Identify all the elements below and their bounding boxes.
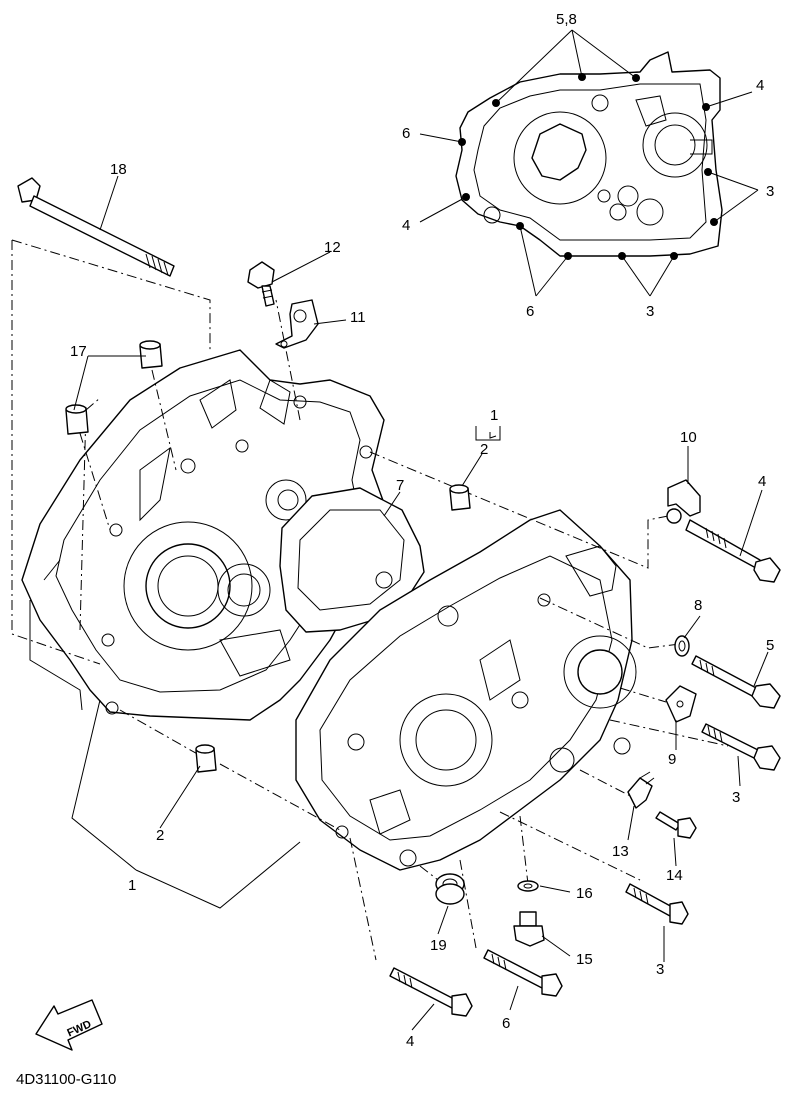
diagram-code: 4D31100-G110 (16, 1071, 116, 1088)
callout-16: 16 (576, 885, 593, 902)
callout-4-bottom: 4 (406, 1033, 414, 1050)
right-crankcase (295, 509, 637, 871)
washer-16 (517, 880, 539, 892)
bracket-9 (665, 685, 697, 723)
callout-4-inset-left: 4 (402, 217, 410, 234)
bolt-6-bottom (483, 949, 563, 997)
bolt-location-inset (455, 51, 723, 260)
inset-leader-lines (419, 29, 759, 297)
dowel-pins-17 (65, 340, 163, 435)
dowel-pin-2-bottom (195, 744, 217, 773)
callout-5-8: 5,8 (556, 11, 577, 28)
callout-8: 8 (694, 597, 702, 614)
bolt-4-bottom (389, 967, 473, 1017)
callout-labels: 5,8 4 6 3 4 6 3 18 12 11 17 1 2 7 10 4 8… (70, 11, 774, 1050)
bolt-3-bottom (625, 883, 689, 925)
callout-6-inset-bottom: 6 (526, 303, 534, 320)
clamp-11 (275, 299, 319, 349)
bracket-13 (627, 771, 655, 809)
dowel-pin-2-top (449, 484, 471, 511)
callout-2-top: 2 (480, 441, 488, 458)
callout-5: 5 (766, 637, 774, 654)
callout-6-inset-left: 6 (402, 125, 410, 142)
callout-3-bottom: 3 (656, 961, 664, 978)
callout-4-inset-right: 4 (756, 77, 764, 94)
callout-10: 10 (680, 429, 697, 446)
callout-15: 15 (576, 951, 593, 968)
callout-6-bottom: 6 (502, 1015, 510, 1032)
fwd-arrow-icon: FWD (35, 999, 103, 1051)
leader-lines (71, 175, 769, 1031)
callout-19: 19 (430, 937, 447, 954)
washer-8 (674, 635, 690, 657)
callout-bracket-1-2 (475, 426, 501, 441)
callout-13: 13 (612, 843, 629, 860)
callout-3-inset-bottom: 3 (646, 303, 654, 320)
callout-9: 9 (668, 751, 676, 768)
callout-1-left: 1 (128, 877, 136, 894)
bolt-14 (655, 811, 697, 839)
stud-bolt-18 (17, 177, 175, 277)
callout-11: 11 (350, 309, 366, 326)
callout-18: 18 (110, 161, 127, 178)
callout-17: 17 (70, 343, 87, 360)
callout-14: 14 (666, 867, 683, 884)
callout-3-inset-right: 3 (766, 183, 774, 200)
left-crankcase (21, 349, 391, 721)
drain-plug-15 (513, 911, 545, 947)
bolt-12 (247, 261, 275, 307)
callout-2-left: 2 (156, 827, 164, 844)
callout-7: 7 (396, 477, 404, 494)
bolt-3-right (701, 723, 781, 771)
oil-seal-19 (435, 873, 465, 905)
callout-1-top: 1 (490, 407, 498, 424)
callout-12: 12 (324, 239, 341, 256)
callout-4-right: 4 (758, 473, 766, 490)
callout-3-right: 3 (732, 789, 740, 806)
small-parts (17, 177, 781, 1017)
bolt-4-right (666, 508, 781, 583)
bolt-5 (691, 655, 781, 709)
